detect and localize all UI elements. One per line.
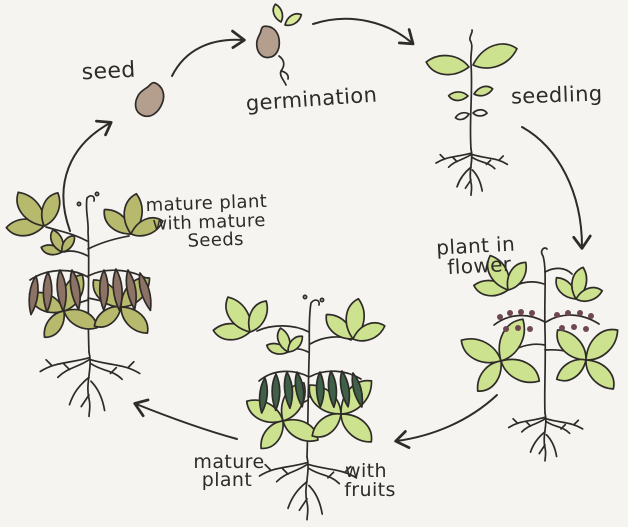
svg-text:mature: mature bbox=[193, 451, 264, 473]
flowering-branches bbox=[493, 267, 600, 359]
label-seedling: seedling bbox=[511, 81, 603, 108]
arrow-fruiting-to-mature-seeds bbox=[133, 398, 238, 440]
seedling-illustration bbox=[423, 29, 522, 197]
sprout-leaves bbox=[271, 2, 305, 29]
svg-text:with: with bbox=[345, 460, 387, 482]
flowering-stem bbox=[540, 247, 548, 414]
arrow-germination-to-seedling bbox=[312, 17, 415, 46]
arrow-seed-to-germination bbox=[171, 29, 246, 77]
seedling-roots bbox=[434, 147, 509, 197]
plant-in-flower-illustration bbox=[454, 245, 628, 463]
svg-text:Seeds: Seeds bbox=[187, 229, 244, 252]
svg-text:fruits: fruits bbox=[344, 479, 396, 501]
cycle-arrows bbox=[62, 17, 592, 449]
arrow-flowering-to-fruiting bbox=[394, 394, 498, 449]
seed-illustration bbox=[131, 78, 169, 121]
seed-plant-roots bbox=[38, 350, 142, 419]
flower-clusters bbox=[497, 309, 594, 332]
seedling-stem bbox=[468, 29, 474, 150]
label-mature-plant-with-seeds: mature plant with mature Seeds bbox=[145, 191, 267, 252]
arrow-mature-seeds-to-seed bbox=[62, 119, 113, 232]
svg-text:mature plant: mature plant bbox=[145, 191, 267, 216]
fruiting-roots bbox=[257, 455, 359, 522]
svg-text:flower: flower bbox=[447, 252, 513, 279]
label-mature-plant: mature plant bbox=[193, 451, 264, 491]
svg-text:plant in: plant in bbox=[436, 232, 516, 260]
label-with-fruits: with fruits bbox=[344, 460, 396, 501]
mature-plant-with-fruits-illustration bbox=[201, 282, 396, 522]
germination-illustration bbox=[251, 2, 305, 86]
label-seed: seed bbox=[81, 58, 136, 86]
sprout-root bbox=[278, 55, 290, 86]
flowering-roots bbox=[507, 411, 584, 463]
arrow-seedling-to-flowering bbox=[521, 126, 592, 250]
svg-text:plant: plant bbox=[202, 469, 252, 491]
mature-plant-with-seeds-illustration bbox=[0, 174, 174, 419]
svg-text:with mature: with mature bbox=[152, 210, 266, 235]
fruiting-leaves bbox=[201, 282, 396, 454]
label-plant-in-flower: plant in flower bbox=[436, 232, 516, 280]
label-germination: germination bbox=[245, 82, 378, 115]
germinating-seed-icon bbox=[251, 22, 284, 61]
seed-bean-icon bbox=[131, 78, 169, 121]
